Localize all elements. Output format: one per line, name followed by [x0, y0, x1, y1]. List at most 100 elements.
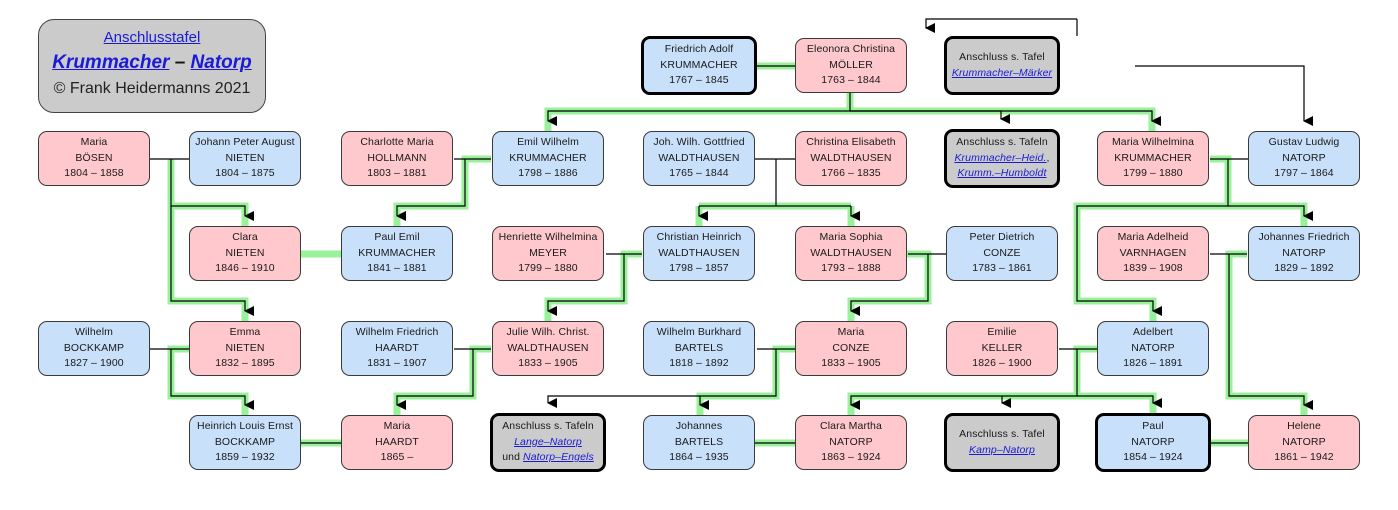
- person-card-gustav-ludwig[interactable]: Gustav LudwigNATORP1797 – 1864: [1248, 131, 1360, 186]
- person-surname: BARTELS: [675, 341, 723, 357]
- person-card-julie[interactable]: Julie Wilh. Christ.WALDTHAUSEN1833 – 190…: [492, 321, 604, 376]
- person-given: Eleonora Christina: [807, 42, 895, 58]
- person-surname: KRUMMACHER: [1114, 151, 1191, 167]
- person-given: Johann Peter August: [195, 135, 294, 151]
- person-card-christina-elisabeth[interactable]: Christina ElisabethWALDTHAUSEN1766 – 183…: [795, 131, 907, 186]
- reference-label: Anschluss s. Tafel: [959, 50, 1045, 66]
- person-given: Maria: [81, 135, 108, 151]
- person-card-wilhelm-burkhard[interactable]: Wilhelm BurkhardBARTELS1818 – 1892: [643, 321, 755, 376]
- person-card-henriette[interactable]: Henriette WilhelminaMEYER1799 – 1880: [492, 226, 604, 281]
- person-surname: NIETEN: [225, 341, 264, 357]
- person-surname: NIETEN: [225, 151, 264, 167]
- person-card-paul-emil[interactable]: Paul EmilKRUMMACHER1841 – 1881: [341, 226, 453, 281]
- person-card-maria-adelheid[interactable]: Maria AdelheidVARNHAGEN1839 – 1908: [1097, 226, 1209, 281]
- person-card-christian-heinrich[interactable]: Christian HeinrichWALDTHAUSEN1798 – 1857: [643, 226, 755, 281]
- person-card-heinrich-louis[interactable]: Heinrich Louis ErnstBOCKKAMP1859 – 1932: [189, 415, 301, 470]
- reference-link[interactable]: Krummacher–Heid.: [954, 152, 1046, 164]
- person-surname: NATORP: [1282, 435, 1325, 451]
- person-card-johannes-bartels[interactable]: JohannesBARTELS1864 – 1935: [643, 415, 755, 470]
- person-dates: 1793 – 1888: [821, 261, 881, 277]
- reference-line: Kamp–Natorp: [969, 443, 1035, 459]
- reference-card-heid: Anschluss s. TafelnKrummacher–Heid.,Krum…: [944, 129, 1060, 188]
- person-dates: 1846 – 1910: [215, 261, 275, 277]
- reference-line: Krumm.–Humboldt: [957, 166, 1046, 182]
- person-card-adelbert[interactable]: AdelbertNATORP1826 – 1891: [1097, 321, 1209, 376]
- person-surname: HAARDT: [375, 435, 419, 451]
- reference-link[interactable]: Krummacher–Märker: [952, 67, 1052, 79]
- reference-card-maerker: Anschluss s. TafelKrummacher–Märker: [944, 36, 1060, 95]
- person-dates: 1799 – 1880: [518, 261, 578, 277]
- title-names: Krummacher – Natorp: [39, 52, 265, 74]
- person-card-helene[interactable]: HeleneNATORP1861 – 1942: [1248, 415, 1360, 470]
- person-dates: 1833 – 1905: [518, 356, 578, 372]
- person-card-maria-haardt[interactable]: MariaHAARDT1865 –: [341, 415, 453, 470]
- person-given: Peter Dietrich: [969, 230, 1034, 246]
- person-given: Johannes Friedrich: [1258, 230, 1349, 246]
- person-dates: 1767 – 1845: [669, 73, 729, 89]
- person-dates: 1861 – 1942: [1274, 450, 1334, 466]
- person-card-maria-sophia[interactable]: Maria SophiaWALDTHAUSEN1793 – 1888: [795, 226, 907, 281]
- person-given: Clara: [232, 230, 258, 246]
- person-dates: 1859 – 1932: [215, 450, 275, 466]
- reference-link[interactable]: Kamp–Natorp: [969, 444, 1035, 456]
- person-dates: 1841 – 1881: [367, 261, 427, 277]
- descent-arrow-line: [1135, 66, 1304, 121]
- reference-link[interactable]: Krumm.–Humboldt: [957, 167, 1046, 179]
- person-surname: WALDTHAUSEN: [658, 151, 739, 167]
- reference-label: Anschluss s. Tafeln: [956, 135, 1048, 151]
- reference-link[interactable]: Natorp–Engels: [523, 451, 594, 463]
- person-card-clara-nieten[interactable]: ClaraNIETEN1846 – 1910: [189, 226, 301, 281]
- descent-arrow-line: [548, 396, 700, 403]
- person-card-emilie[interactable]: EmilieKELLER1826 – 1900: [946, 321, 1058, 376]
- person-card-johannes-friedrich[interactable]: Johannes FriedrichNATORP1829 – 1892: [1248, 226, 1360, 281]
- person-given: Gustav Ludwig: [1269, 135, 1340, 151]
- person-card-friedrich-adolf[interactable]: Friedrich AdolfKRUMMACHER1767 – 1845: [641, 36, 757, 95]
- person-given: Johannes: [676, 419, 722, 435]
- person-given: Wilhelm: [75, 325, 113, 341]
- person-card-peter-dietrich[interactable]: Peter DietrichCONZE1783 – 1861: [946, 226, 1058, 281]
- person-surname: HOLLMANN: [367, 151, 426, 167]
- person-dates: 1765 – 1844: [669, 166, 729, 182]
- reference-label: Anschluss s. Tafeln: [502, 419, 594, 435]
- person-surname: KRUMMACHER: [509, 151, 586, 167]
- person-dates: 1783 – 1861: [972, 261, 1032, 277]
- person-card-emil-wilhelm[interactable]: Emil WilhelmKRUMMACHER1798 – 1886: [492, 131, 604, 186]
- person-card-jpa-nieten[interactable]: Johann Peter AugustNIETEN1804 – 1875: [189, 131, 301, 186]
- reference-link[interactable]: Lange–Natorp: [514, 436, 582, 448]
- person-card-jwg-waldthausen[interactable]: Joh. Wilh. GottfriedWALDTHAUSEN1765 – 18…: [643, 131, 755, 186]
- person-given: Adelbert: [1133, 325, 1173, 341]
- person-given: Emilie: [987, 325, 1016, 341]
- person-given: Maria: [384, 419, 411, 435]
- person-surname: WALDTHAUSEN: [810, 246, 891, 262]
- person-given: Joh. Wilh. Gottfried: [653, 135, 744, 151]
- person-surname: NATORP: [1131, 435, 1174, 451]
- person-surname: NATORP: [1131, 341, 1174, 357]
- person-given: Maria Adelheid: [1118, 230, 1189, 246]
- person-card-wilhelm-friedrich[interactable]: Wilhelm FriedrichHAARDT1831 – 1907: [341, 321, 453, 376]
- person-given: Maria Wilhelmina: [1112, 135, 1194, 151]
- person-card-wilhelm-bockkamp[interactable]: WilhelmBOCKKAMP1827 – 1900: [38, 321, 150, 376]
- title-link-anschlusstafel[interactable]: Anschlusstafel: [39, 29, 265, 46]
- person-card-eleonora[interactable]: Eleonora ChristinaMÖLLER1763 – 1844: [795, 38, 907, 93]
- reference-line: und Natorp–Engels: [502, 450, 594, 466]
- copyright-text: © Frank Heidermanns 2021: [39, 80, 265, 98]
- person-given: Maria Sophia: [819, 230, 882, 246]
- person-given: Paul: [1142, 419, 1163, 435]
- person-dates: 1826 – 1891: [1123, 356, 1183, 372]
- person-surname: NIETEN: [225, 246, 264, 262]
- person-card-maria-wilhelmina[interactable]: Maria WilhelminaKRUMMACHER1799 – 1880: [1097, 131, 1209, 186]
- person-given: Helene: [1287, 419, 1321, 435]
- person-card-maria-boesen[interactable]: MariaBÖSEN1804 – 1858: [38, 131, 150, 186]
- person-dates: 1803 – 1881: [367, 166, 427, 182]
- title-link-natorp[interactable]: Natorp: [191, 52, 252, 73]
- person-surname: BOCKKAMP: [215, 435, 275, 451]
- person-dates: 1804 – 1875: [215, 166, 275, 182]
- person-card-paul-natorp[interactable]: PaulNATORP1854 – 1924: [1095, 413, 1211, 472]
- person-surname: HAARDT: [375, 341, 419, 357]
- person-card-emma-nieten[interactable]: EmmaNIETEN1832 – 1895: [189, 321, 301, 376]
- title-link-krummacher[interactable]: Krummacher: [52, 52, 169, 73]
- reference-and: und: [502, 451, 523, 463]
- person-card-charlotte[interactable]: Charlotte MariaHOLLMANN1803 – 1881: [341, 131, 453, 186]
- person-card-clara-martha[interactable]: Clara MarthaNATORP1863 – 1924: [795, 415, 907, 470]
- person-card-maria-conze[interactable]: MariaCONZE1833 – 1905: [795, 321, 907, 376]
